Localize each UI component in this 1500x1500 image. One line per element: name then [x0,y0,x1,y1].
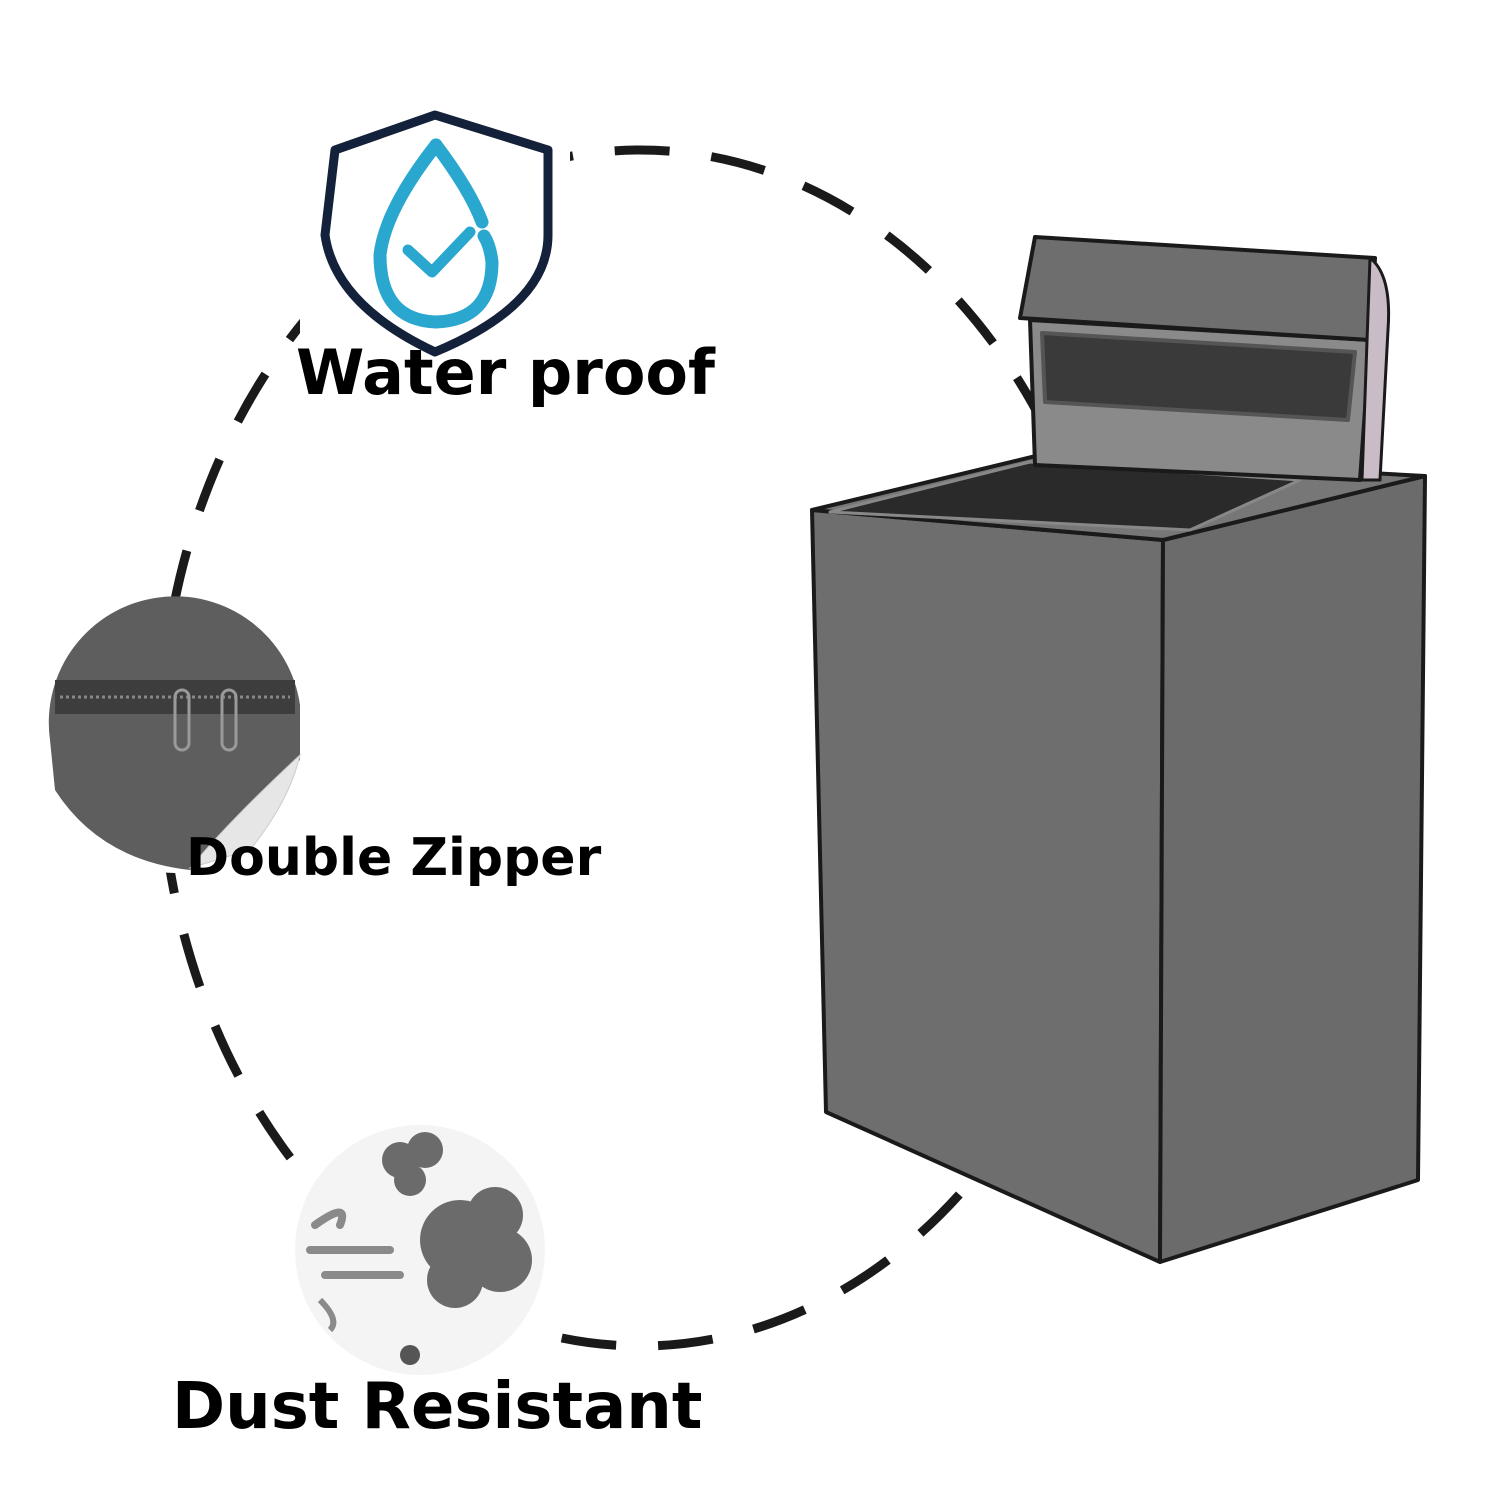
zipper-closeup-sticker [47,596,303,873]
water-drop-shield-check-icon [320,110,553,357]
dust-wind-sticker-icon [295,1125,545,1375]
washing-machine-cover [810,235,1427,1264]
feature-label-water-proof: Water proof [296,336,715,409]
feature-label-double-zipper: Double Zipper [186,828,602,888]
feature-label-dust-resistant: Dust Resistant [172,1370,703,1444]
